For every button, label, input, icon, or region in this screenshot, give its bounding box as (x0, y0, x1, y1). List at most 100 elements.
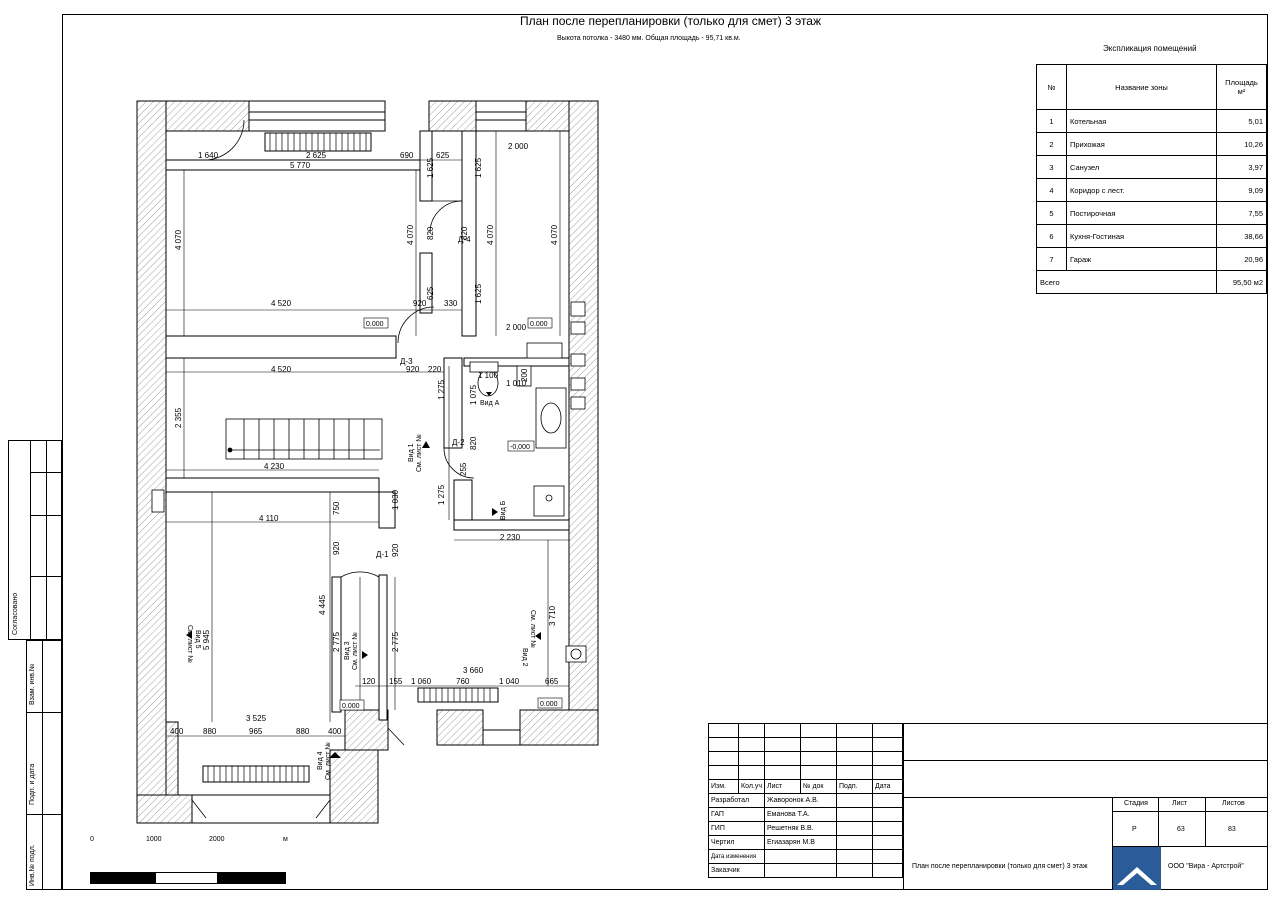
dim-155: 155 (389, 677, 403, 686)
dim-255: 255 (459, 462, 468, 476)
outer-walls (136, 100, 599, 824)
dim-2775b: 2 775 (391, 631, 400, 652)
dimension-lines (166, 131, 569, 737)
dim-4070b: 4 070 (406, 224, 415, 245)
dim-2355: 2 355 (174, 407, 183, 428)
view-label-5: Вид 5 (194, 630, 201, 649)
wall-porch-left (165, 721, 179, 796)
row-name: Котельная (1066, 109, 1217, 133)
stamp-h-doc: № док (800, 779, 837, 794)
view-ref-1: См. лист № (416, 434, 423, 472)
view-ref-4: См. лист № (325, 742, 332, 780)
dim-220: 220 (428, 365, 442, 374)
door-label-d4: Д-4 (458, 235, 471, 244)
row-area: 10,26 (1216, 132, 1267, 156)
sheet-value: 63 (1177, 826, 1185, 833)
sheets-value: 83 (1228, 826, 1236, 833)
dim-4070d: 4 070 (550, 224, 559, 245)
row-no: 1 (1036, 109, 1067, 133)
view-label-2: Вид 2 (521, 648, 528, 667)
stamp-h-data: Дата (872, 779, 903, 794)
dim-3710: 3 710 (548, 605, 557, 626)
door-swings (191, 119, 475, 819)
company-logo-icon (1113, 847, 1161, 890)
side-inv-box (26, 640, 62, 890)
side-sign-label: Подп. и дата (29, 763, 36, 805)
col-area-unit: м² (1237, 87, 1246, 96)
sheets-header: Листов (1222, 800, 1245, 807)
dim-4520b: 4 520 (271, 365, 292, 374)
side-inv-label: Взам. инв.№ (29, 663, 36, 705)
level-mark: 0.000 (540, 701, 558, 708)
dim-1100: 1 100 (478, 371, 499, 380)
partition-bath-top (463, 357, 570, 367)
wall-left (136, 100, 167, 824)
window-top (248, 100, 386, 132)
level-mark: 0.000 (342, 703, 360, 710)
dim-2625: 2 625 (306, 151, 327, 160)
level-mark: 0.000 (530, 321, 548, 328)
door-labels: Д-4 Д-3 Д-2 Д-1 (376, 235, 471, 559)
col-area-label: Площадь (1225, 78, 1258, 87)
title-block-right (903, 723, 1268, 890)
wall-bottom-left (136, 794, 193, 824)
partition-v1b (419, 252, 433, 314)
radiators (202, 132, 499, 783)
partition-v1 (419, 130, 433, 202)
scale-label-1000: 1000 (146, 836, 162, 843)
col-name-header: Название зоны (1066, 64, 1217, 110)
dim-965: 965 (249, 727, 263, 736)
dim-1040: 1 040 (499, 677, 520, 686)
scale-bar: 0 1000 2000 м (90, 836, 290, 886)
partition-v7 (331, 576, 342, 713)
view-label-a: Вид А (480, 400, 500, 407)
view-ref-3: См. лист № (352, 632, 359, 670)
dim-5945: 5 945 (202, 629, 211, 650)
stamp-name: Еманова Т.А. (764, 807, 837, 822)
dim-1010: 1 010 (506, 379, 527, 388)
side-stamp: Согласовано Взам. инв.№ Подп. и дата Инв… (8, 440, 62, 890)
stamp-role: Разработал (708, 793, 765, 808)
stamp-role: Чертил (708, 835, 765, 850)
stamp-h-podp: Подп. (836, 779, 873, 794)
drawing-subtitle: Выкота потолка - 3480 мм. Общая площадь … (557, 35, 741, 42)
wall-right (568, 100, 599, 723)
wall-bottom-mid (329, 749, 379, 824)
dim-920b: 920 (406, 365, 420, 374)
view-ref-2: См. лист № (529, 610, 536, 648)
wall-garage-mid (436, 709, 484, 746)
stamp-name: Егиазарян М.В (764, 835, 837, 850)
dim-120: 120 (362, 677, 376, 686)
dim-2230: 2 230 (500, 533, 521, 542)
dim-820a: 820 (426, 226, 435, 240)
row-name: Санузел (1066, 155, 1217, 179)
view-arrow-icon (422, 441, 430, 448)
view-arrow-icon (186, 631, 192, 639)
view-arrow-icon (486, 392, 492, 396)
dim-920d: 920 (391, 543, 400, 557)
sheet-header: Лист (1172, 800, 1188, 807)
dim-400b: 400 (328, 727, 342, 736)
dim-4230: 4 230 (264, 462, 285, 471)
stamp-name: Жаворонок А.В. (764, 793, 837, 808)
dim-200: 200 (520, 368, 529, 382)
total-area: 95,50 м2 (1216, 270, 1267, 294)
dim-760: 760 (456, 677, 470, 686)
partition-v2 (461, 130, 477, 337)
stamp-role: Заказчик (708, 863, 765, 878)
dim-4445: 4 445 (318, 594, 327, 615)
dim-750: 750 (332, 501, 341, 515)
side-inv2-label: Инв.№ подл. (29, 844, 36, 886)
dim-3660: 3 660 (463, 666, 484, 675)
stamp-role: ГАП (708, 807, 765, 822)
partition-v6 (378, 574, 388, 721)
stage-header: Стадия (1124, 800, 1148, 807)
scale-segment (155, 872, 218, 884)
partition-v3 (443, 357, 463, 449)
dim-1625c: 1 625 (474, 283, 483, 304)
